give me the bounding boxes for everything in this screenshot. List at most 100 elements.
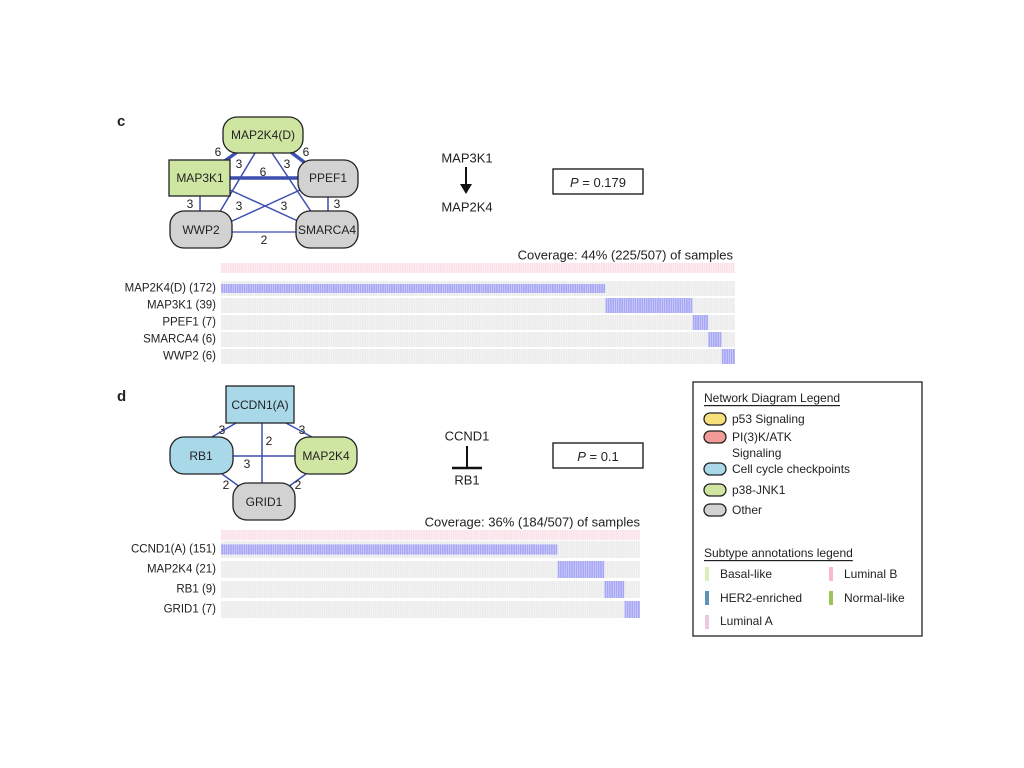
row-label: GRID1 (7) — [164, 604, 217, 616]
subtype-annotation-cell — [225, 263, 228, 273]
subtype-annotation-cell — [359, 530, 362, 540]
row-label: SMARCA4 (6) — [143, 334, 216, 346]
subtype-annotation-cell — [510, 530, 513, 540]
edge-weight: 3 — [299, 423, 306, 437]
subtype-annotation-cell — [424, 263, 427, 273]
subtype-annotation-cell — [615, 530, 618, 540]
panel-d-label: d — [117, 388, 126, 405]
subtype-annotation-cell — [461, 530, 464, 540]
subtype-annotation-cell — [395, 263, 398, 273]
subtype-annotation-cell — [608, 530, 611, 540]
p-value: P = 0.179 — [570, 175, 626, 190]
subtype-annotation-cell — [641, 263, 643, 273]
subtype-annotation-cell — [428, 263, 431, 273]
subtype-annotation-cell — [437, 530, 440, 540]
node-label: MAP2K4(D) — [231, 128, 295, 142]
edge-weight: 2 — [266, 434, 273, 448]
subtype-annotation-cell — [343, 263, 346, 273]
legend-item: Basal-like — [720, 567, 772, 581]
subtype-swatch-luminal-a — [705, 615, 709, 629]
subtype-annotation-cell — [357, 263, 360, 273]
edge-weight: 2 — [295, 478, 302, 492]
subtype-annotation-cell — [312, 263, 315, 273]
subtype-annotation-cell — [250, 263, 252, 273]
subtype-annotation-cell — [553, 263, 556, 273]
subtype-annotation-cell — [323, 530, 326, 540]
subtype-annotation-cell — [582, 530, 584, 540]
subtype-annotation-cell — [249, 530, 252, 540]
subtype-annotation-cell — [281, 530, 284, 540]
node-label: PPEF1 — [309, 171, 347, 185]
subtype-annotation-cell — [504, 263, 507, 273]
subtype-annotation-cell — [477, 530, 480, 540]
subtype-annotation-cell — [341, 263, 344, 273]
subtype-annotation-cell — [270, 263, 272, 273]
subtype-annotation-cell — [463, 530, 466, 540]
subtype-annotation-cell — [547, 263, 550, 273]
row-label: PPEF1 (7) — [162, 317, 216, 329]
legend-title: Subtype annotations legend — [704, 546, 853, 560]
node-label: SMARCA4 — [298, 223, 356, 237]
subtype-annotation-cell — [247, 530, 250, 540]
subtype-annotation-cell — [692, 263, 695, 273]
row-label: MAP2K4 (21) — [147, 564, 216, 576]
subtype-annotation-cell — [350, 263, 353, 273]
subtype-annotation-cell — [551, 263, 554, 273]
subtype-annotation-cell — [721, 263, 724, 273]
subtype-annotation-cell — [274, 263, 277, 273]
subtype-annotation-cell — [685, 263, 688, 273]
subtype-annotation-cell — [238, 263, 241, 273]
subtype-annotation-cell — [515, 263, 518, 273]
subtype-annotation-cell — [221, 263, 223, 273]
row-label: WWP2 (6) — [163, 351, 216, 363]
subtype-annotation-cell — [626, 530, 629, 540]
subtype-annotation-cell — [521, 530, 524, 540]
subtype-annotation-cell — [645, 263, 648, 273]
subtype-annotation-cell — [321, 530, 324, 540]
subtype-annotation-cell — [556, 263, 559, 273]
subtype-annotation-cell — [386, 263, 389, 273]
subtype-annotation-cell — [448, 530, 451, 540]
subtype-annotation-cell — [397, 530, 399, 540]
subtype-annotation-cell — [375, 263, 378, 273]
arrow-head-icon — [460, 184, 472, 194]
subtype-annotation-cell — [336, 530, 339, 540]
subtype-annotation-cell — [562, 263, 565, 273]
subtype-annotation-cell — [258, 530, 261, 540]
subtype-annotation-cell — [290, 263, 293, 273]
subtype-annotation-cell — [732, 263, 735, 273]
subtype-swatch-normal — [829, 591, 833, 605]
subtype-annotation-cell — [517, 530, 520, 540]
subtype-annotation-cell — [408, 530, 411, 540]
subtype-annotation-cell — [397, 263, 400, 273]
subtype-annotation-cell — [583, 263, 585, 273]
subtype-annotation-cell — [339, 263, 342, 273]
subtype-annotation-cell — [223, 530, 226, 540]
oncoprint-c: MAP2K4(D) (172)MAP3K1 (39)PPEF1 (7)SMARC… — [125, 263, 736, 366]
edge-weight: 3 — [284, 157, 291, 171]
subtype-annotation-cell — [265, 263, 268, 273]
subtype-annotation-cell — [603, 263, 605, 273]
legend-item: HER2-enriched — [720, 591, 802, 605]
subtype-annotation-cell — [303, 263, 306, 273]
subtype-annotation-cell — [276, 263, 279, 273]
subtype-annotation-cell — [611, 530, 613, 540]
alteration-block — [557, 561, 605, 578]
subtype-annotation-cell — [348, 263, 351, 273]
subtype-annotation-cell — [263, 530, 266, 540]
subtype-annotation-cell — [542, 263, 545, 273]
subtype-annotation-cell — [450, 530, 453, 540]
subtype-annotation-cell — [528, 530, 531, 540]
subtype-annotation-cell — [421, 530, 424, 540]
subtype-annotation-cell — [670, 263, 673, 273]
subtype-annotation-cell — [579, 530, 582, 540]
subtype-annotation-cell — [227, 263, 230, 273]
subtype-annotation-cell — [584, 530, 587, 540]
subtype-annotation-cell — [683, 263, 686, 273]
subtype-annotation-cell — [388, 530, 390, 540]
subtype-annotation-cell — [529, 263, 532, 273]
subtype-annotation-cell — [229, 530, 232, 540]
subtype-annotation-cell — [479, 530, 482, 540]
subtype-annotation-cell — [518, 263, 521, 273]
subtype-annotation-cell — [243, 530, 246, 540]
